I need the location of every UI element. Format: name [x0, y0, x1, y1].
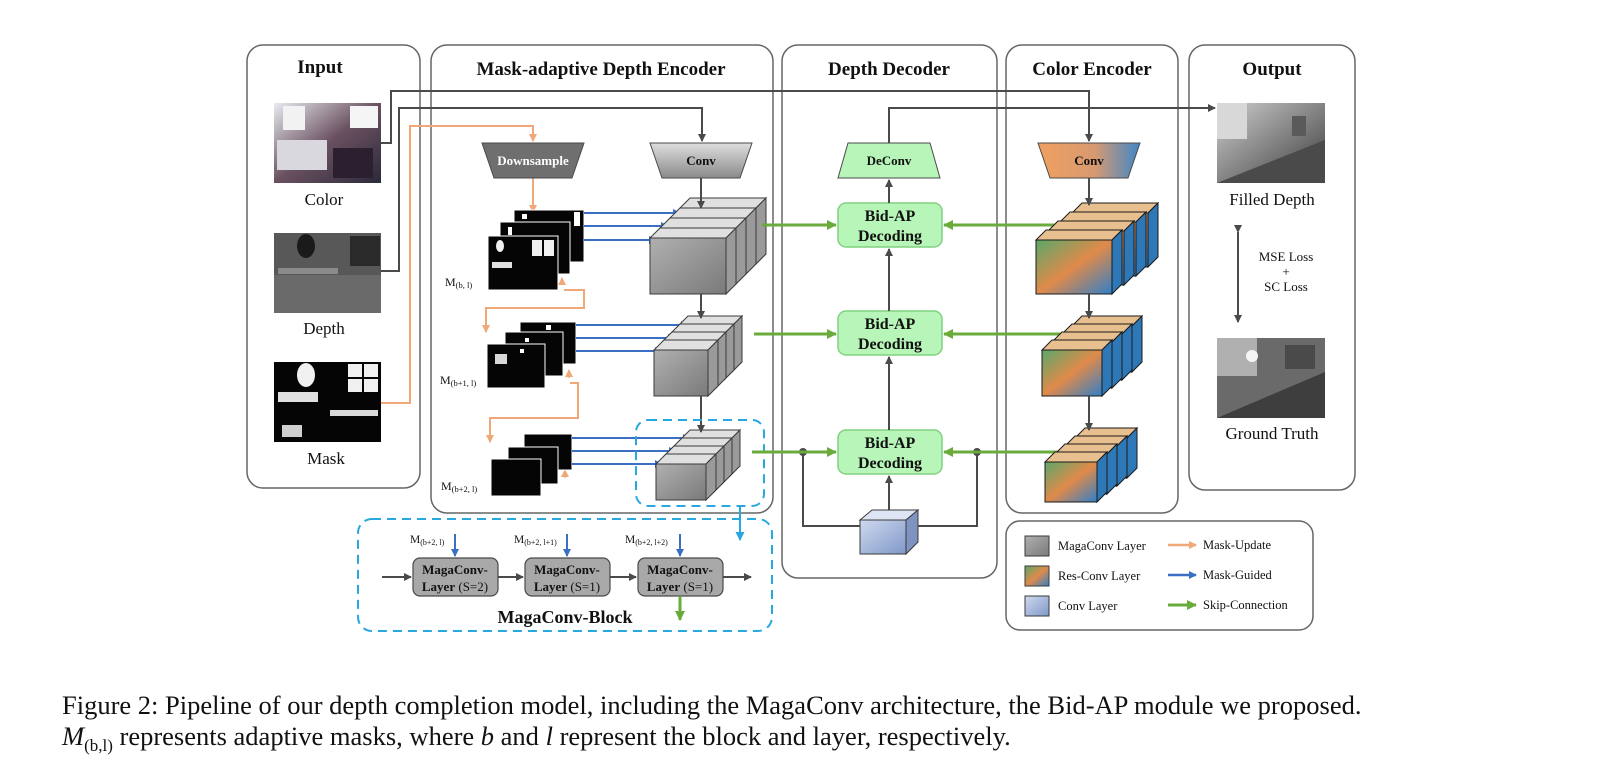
block-input-mask-2: M(b+2, l+1) [514, 534, 557, 547]
svg-text:Bid-AP: Bid-AP [865, 316, 916, 333]
caption-line-2: M(b,l) represents adaptive masks, where … [62, 721, 1011, 756]
mask-label: Mask [307, 449, 345, 468]
encoder-feature-stack-2 [652, 314, 744, 398]
color-encoder-panel [1005, 44, 1179, 514]
mask-label-1: M(b, l) [445, 275, 472, 290]
svg-text:Bid-AP: Bid-AP [865, 435, 916, 452]
loss-plus: + [1282, 264, 1289, 279]
block-input-mask-3: M(b+2, l+2) [625, 534, 668, 547]
svg-text:MagaConv-: MagaConv- [647, 562, 713, 577]
color-feature-stack-2 [1040, 314, 1144, 398]
block-input-mask-1: M(b+2, l) [410, 534, 445, 547]
color-conv-op [1037, 142, 1141, 179]
color-feature-stack-3 [1043, 426, 1139, 504]
legend-res-label: Res-Conv Layer [1058, 569, 1141, 583]
legend-guided-label: Mask-Guided [1203, 568, 1272, 582]
block-layer-1: MagaConv- Layer (S=2) [412, 557, 499, 597]
svg-text:Decoding: Decoding [858, 228, 922, 245]
mask-stack-3 [490, 433, 573, 497]
ground-truth-image [1217, 338, 1325, 418]
mse-loss-label: MSE Loss [1259, 249, 1314, 264]
mask-label-3: M(b+2, l) [441, 479, 477, 494]
color-label: Color [305, 190, 344, 209]
mask-stack-1 [487, 209, 585, 291]
figure-caption: Figure 2: Pipeline of our depth completi… [62, 690, 1582, 761]
caption-line-1: Figure 2: Pipeline of our depth completi… [62, 690, 1362, 720]
svg-text:Decoding: Decoding [858, 455, 922, 472]
block-layer-2: MagaConv- Layer (S=1) [524, 557, 611, 597]
ground-truth-label: Ground Truth [1225, 424, 1319, 443]
deconv-op [837, 142, 941, 179]
bidap-module-1: Bid-AP Decoding [837, 202, 943, 248]
filled-depth-label: Filled Depth [1229, 190, 1315, 209]
legend-skip-label: Skip-Connection [1203, 598, 1288, 612]
deconv-label: DeConv [867, 153, 912, 168]
conv-label: Conv [686, 153, 716, 168]
legend-res-swatch [1024, 565, 1050, 587]
svg-text:Layer (S=1): Layer (S=1) [647, 579, 713, 594]
encoder-panel-title: Mask-adaptive Depth Encoder [476, 59, 726, 80]
encoder-feature-stack-1 [648, 196, 768, 296]
sc-loss-label: SC Loss [1264, 279, 1308, 294]
depth-label: Depth [303, 319, 345, 338]
color-feature-stack-1 [1034, 201, 1160, 296]
svg-text:Layer (S=1): Layer (S=1) [534, 579, 600, 594]
svg-text:Bid-AP: Bid-AP [865, 208, 916, 225]
pipeline-diagram: Input Mask-adaptive Depth Encoder Depth … [246, 44, 1356, 632]
encoder-panel [430, 44, 774, 514]
magaconv-block-panel [357, 518, 773, 632]
decoder-panel-title: Depth Decoder [828, 59, 950, 80]
legend-maga-label: MagaConv Layer [1058, 539, 1147, 553]
color-image [274, 103, 381, 183]
legend-update-label: Mask-Update [1203, 538, 1271, 552]
svg-text:Decoding: Decoding [858, 336, 922, 353]
downsample-op [481, 142, 585, 179]
block-layer-3: MagaConv- Layer (S=1) [637, 557, 724, 597]
mask-image [274, 362, 381, 442]
mask-stack-2 [486, 321, 577, 389]
legend-conv-swatch [1024, 595, 1050, 617]
output-panel-title: Output [1242, 59, 1302, 80]
encoder-feature-stack-3 [654, 428, 742, 502]
magaconv-block-title: MagaConv-Block [498, 607, 633, 627]
block-highlight [635, 419, 765, 507]
decoder-panel [781, 44, 998, 579]
legend-conv-label: Conv Layer [1058, 599, 1118, 613]
color-encoder-panel-title: Color Encoder [1032, 59, 1152, 80]
decoder-conv-cube [858, 508, 920, 556]
color-conv-label: Conv [1074, 153, 1104, 168]
legend-maga-swatch [1024, 535, 1050, 557]
bidap-module-3: Bid-AP Decoding [837, 429, 943, 475]
downsample-label: Downsample [497, 153, 569, 168]
input-panel [246, 44, 421, 489]
bidap-module-2: Bid-AP Decoding [837, 310, 943, 356]
mask-label-2: M(b+1, l) [440, 373, 476, 388]
legend [1005, 520, 1314, 631]
conv-op [649, 142, 753, 179]
input-panel-title: Input [297, 57, 343, 78]
svg-text:MagaConv-: MagaConv- [534, 562, 600, 577]
svg-text:Layer (S=2): Layer (S=2) [422, 579, 488, 594]
filled-depth-image [1217, 103, 1325, 183]
depth-image [274, 233, 381, 313]
svg-text:MagaConv-: MagaConv- [422, 562, 488, 577]
output-panel [1188, 44, 1356, 491]
